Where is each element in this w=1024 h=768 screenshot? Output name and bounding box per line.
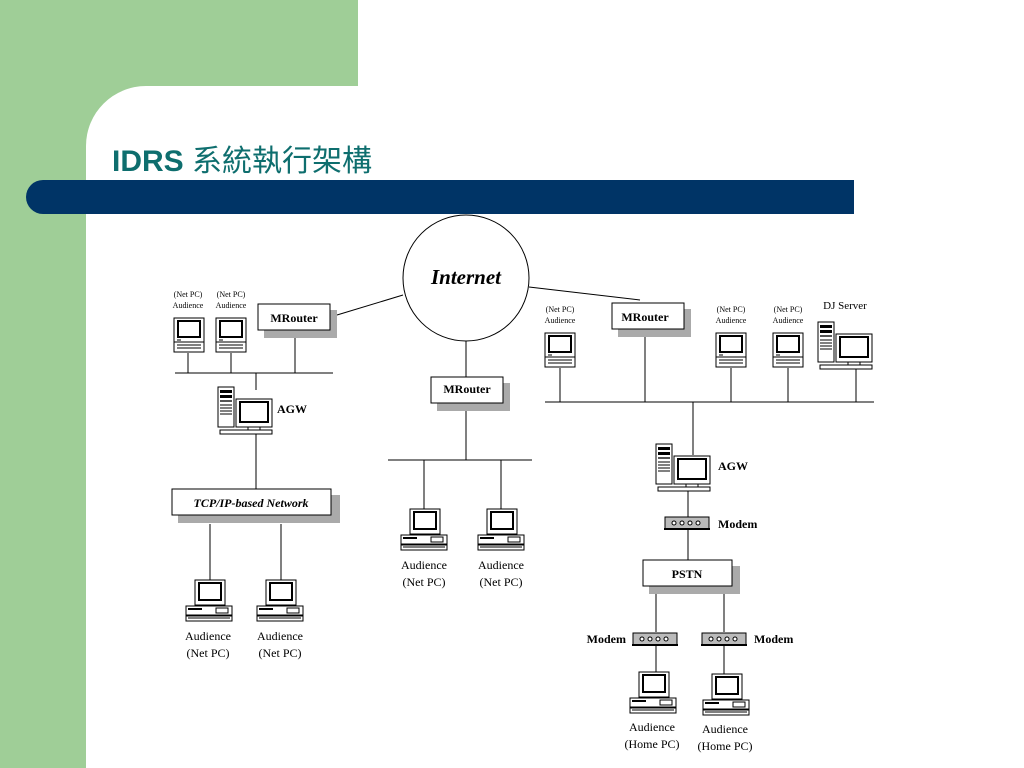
net-pc-icon — [715, 332, 747, 368]
title-prefix: IDRS — [112, 145, 184, 178]
audience-label: Audience — [478, 558, 524, 572]
modem-icon — [631, 632, 679, 646]
pstn: PSTN — [642, 559, 740, 594]
net-pc-label: (Net PC) — [187, 646, 230, 660]
net-pc-small-label: (Net PC) — [774, 305, 803, 314]
agw-right-label: AGW — [718, 459, 748, 473]
modem-label: Modem — [587, 632, 626, 646]
tcpip-network-label: TCP/IP-based Network — [194, 496, 309, 510]
net-pc-label: (Net PC) — [403, 575, 446, 589]
net-pc-label: (Net PC) — [259, 646, 302, 660]
modem-icon — [700, 632, 748, 646]
mrouter-right-label: MRouter — [621, 310, 669, 324]
mrouter-middle: MRouter — [430, 376, 510, 411]
desktop-pc-icon — [629, 671, 677, 714]
agw-left-label: AGW — [277, 402, 307, 416]
mrouter-left-label: MRouter — [270, 311, 318, 325]
agw-server-icon — [655, 443, 711, 492]
mrouter-right: MRouter — [611, 302, 691, 337]
net-pc-icon — [173, 317, 205, 353]
modem-label: Modem — [754, 632, 793, 646]
audience-label: Audience — [629, 720, 675, 734]
home-pc-label: (Home PC) — [625, 737, 680, 751]
internet-label: Internet — [430, 265, 502, 289]
audience-label: Audience — [257, 629, 303, 643]
dj-server-icon — [817, 321, 873, 370]
net-pc-label: (Net PC) — [480, 575, 523, 589]
audience-small-label: Audience — [545, 316, 576, 325]
slide-title: IDRS 系統執行架構 — [112, 136, 372, 180]
audience-small-label: Audience — [716, 316, 747, 325]
modem-label: Modem — [718, 517, 757, 531]
net-pc-small-label: (Net PC) — [717, 305, 746, 314]
audience-small-label: Audience — [773, 316, 804, 325]
net-pc-small-label: (Net PC) — [174, 290, 203, 299]
home-pc-label: (Home PC) — [698, 739, 753, 753]
audience-small-label: Audience — [173, 301, 204, 310]
mrouter-left: MRouter — [257, 303, 337, 338]
modem-icon — [663, 516, 711, 530]
audience-small-label: Audience — [216, 301, 247, 310]
desktop-pc-icon — [702, 673, 750, 716]
desktop-pc-icon — [477, 508, 525, 551]
desktop-pc-icon — [400, 508, 448, 551]
audience-label: Audience — [185, 629, 231, 643]
dj-server-label: DJ Server — [823, 300, 867, 312]
desktop-pc-icon — [185, 579, 233, 622]
tcpip-network: TCP/IP-based Network — [171, 488, 340, 523]
net-pc-icon — [772, 332, 804, 368]
pstn-label: PSTN — [672, 567, 703, 581]
agw-server-icon — [217, 386, 273, 435]
desktop-pc-icon — [256, 579, 304, 622]
audience-label: Audience — [401, 558, 447, 572]
mrouter-middle-label: MRouter — [443, 382, 491, 396]
internet-circle — [402, 214, 530, 342]
title-bar — [26, 180, 854, 214]
net-pc-small-label: (Net PC) — [546, 305, 575, 314]
net-pc-icon — [544, 332, 576, 368]
net-pc-icon — [215, 317, 247, 353]
net-pc-small-label: (Net PC) — [217, 290, 246, 299]
audience-label: Audience — [702, 722, 748, 736]
title-cjk: 系統執行架構 — [192, 145, 373, 178]
